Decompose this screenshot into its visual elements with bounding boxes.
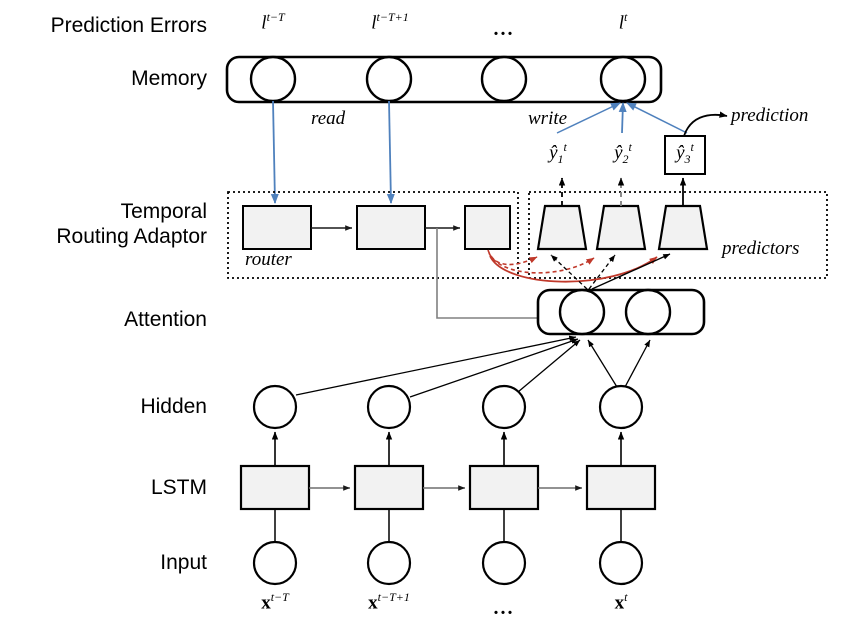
predictor-2 [595, 204, 647, 251]
input-label-4: xt [614, 590, 628, 614]
write-label: write [528, 108, 568, 129]
read-arrow-2 [386, 100, 395, 204]
write-arrow-1 [556, 102, 621, 134]
predictor-3 [657, 204, 709, 251]
memory-slot-1 [249, 55, 297, 103]
write-arrows [556, 102, 688, 134]
hidden-2-to-attention [409, 338, 579, 398]
hidden-node-3 [481, 384, 527, 430]
lstm-to-hidden-arrows [271, 431, 625, 466]
input-label-3-ellipsis: ... [493, 597, 515, 619]
row-label-temporal-routing-adaptor: Temporal Routing Adaptor [56, 200, 207, 248]
hidden-1-to-attention [295, 335, 577, 396]
predictor-trapezoids [536, 204, 709, 251]
memory-block [225, 55, 663, 104]
memory-slot-3 [480, 55, 528, 103]
hidden-node-2 [366, 384, 412, 430]
read-arrows [270, 100, 395, 204]
hidden-to-attention-arrows [295, 335, 651, 398]
lstm-cell-4 [585, 464, 657, 511]
input-node-4 [598, 540, 644, 586]
memory-slot-4 [599, 55, 647, 103]
attention-node-1 [558, 288, 606, 336]
predictor-output-arrows [558, 177, 687, 206]
row-label-hidden: Hidden [140, 395, 207, 418]
input-label-1: xt−T [261, 590, 289, 614]
router-boxes [242, 205, 511, 250]
input-label-2: xt−T+1 [368, 590, 410, 614]
router-box-1 [242, 205, 312, 250]
read-label: read [311, 108, 346, 129]
memory-slot-2 [365, 55, 413, 103]
input-node-3 [481, 540, 527, 586]
attention-to-predictor-3 [591, 253, 671, 290]
lstm-cell-1 [239, 464, 311, 511]
routing-arrows [487, 249, 658, 283]
input-node-2 [366, 540, 412, 586]
attention-to-predictor-1 [550, 254, 588, 290]
prediction-output-box [664, 135, 706, 175]
input-nodes [252, 540, 644, 586]
lstm-cell-2 [353, 464, 425, 511]
router-box-2 [356, 205, 426, 250]
hidden-node-4 [598, 384, 644, 430]
row-label-attention: Attention [124, 308, 207, 331]
predictor-1 [536, 204, 588, 251]
attention-to-predictors [550, 253, 671, 290]
row-label-lstm: LSTM [150, 476, 207, 499]
memory-slot-label-4: lt [618, 10, 628, 34]
memory-slot-label-2: lt−T+1 [371, 10, 409, 34]
router-label: router [245, 249, 292, 270]
prediction-label: prediction [731, 105, 809, 126]
attention-to-predictor-2 [588, 254, 616, 290]
attention-node-2 [624, 288, 672, 336]
predictors-label: predictors [722, 238, 800, 259]
write-arrow-3 [626, 102, 688, 134]
row-label-input: Input [160, 551, 207, 574]
hidden-3-to-attention [517, 339, 581, 393]
prediction-output-2: ŷ2t [614, 140, 632, 167]
hidden-4-to-attention-b [624, 339, 651, 388]
router-frame [227, 191, 519, 279]
lstm-cell-3 [468, 464, 540, 511]
attention-block [536, 288, 706, 336]
prediction-output-1: ŷ1t [549, 140, 567, 167]
row-label-prediction-errors: Prediction Errors [50, 14, 207, 37]
memory-slot-label-3-ellipsis: ... [493, 18, 515, 40]
memory-slot-label-1: lt−T [261, 10, 285, 34]
input-to-lstm-lines [274, 509, 622, 542]
read-arrow-1 [270, 100, 279, 204]
routing-arrow-to-predictor-3 [489, 255, 658, 283]
router-box-3 [464, 205, 511, 250]
write-arrow-2 [618, 102, 627, 134]
routing-arrow-to-predictor-1 [487, 249, 538, 266]
prediction-arrow [683, 111, 728, 137]
input-node-1 [252, 540, 298, 586]
memory-container [225, 55, 663, 104]
hidden-4-to-attention-a [587, 339, 618, 388]
predictors-frame [528, 191, 828, 279]
router-to-attention-line [436, 228, 538, 319]
prediction-output-3: ŷ3t [676, 140, 694, 167]
routing-arrow-to-predictor-2 [488, 252, 595, 274]
hidden-nodes [252, 384, 644, 430]
row-label-memory: Memory [131, 67, 207, 90]
lstm-cells [239, 464, 657, 511]
hidden-node-1 [252, 384, 298, 430]
